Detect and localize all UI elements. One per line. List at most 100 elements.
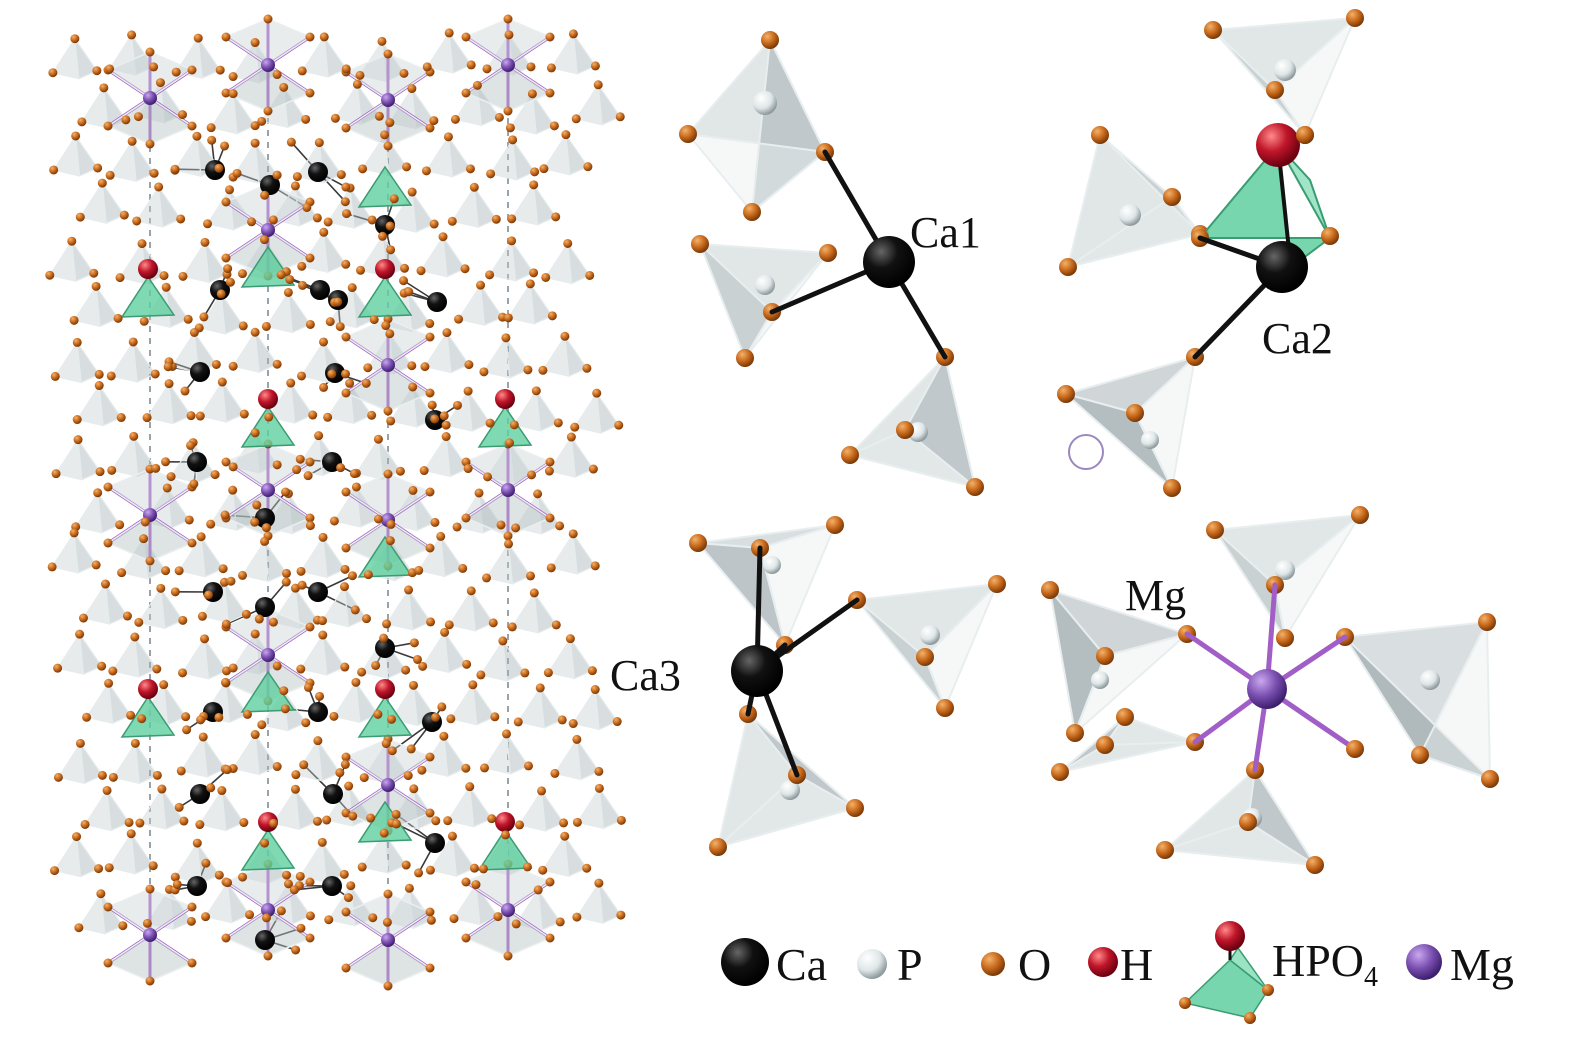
po4-tetrahedron	[550, 532, 597, 575]
o-atom	[226, 576, 236, 586]
o-atom	[154, 182, 164, 192]
o-atom	[1126, 404, 1144, 422]
o-atom	[533, 489, 543, 499]
po4-tetrahedron	[82, 582, 129, 625]
mg-octahedron	[221, 14, 315, 116]
o-atom	[417, 765, 427, 775]
o-atom	[1239, 813, 1257, 831]
o-atom	[363, 570, 373, 580]
po4-tetrahedron	[79, 181, 126, 224]
o-atom	[612, 717, 622, 727]
o-atom	[132, 216, 142, 226]
o-atom	[501, 729, 511, 739]
o-atom	[357, 862, 367, 872]
unit-cell-packing	[45, 14, 626, 991]
po4-tetrahedron	[385, 588, 432, 631]
po4-tetrahedron	[548, 435, 595, 478]
o-atom	[124, 817, 134, 827]
ca-atom	[187, 452, 207, 472]
o-atom	[386, 519, 396, 529]
o-atom	[387, 714, 397, 724]
po4-tetrahedron	[709, 705, 864, 856]
o-atom	[104, 678, 114, 688]
o-atom	[170, 872, 180, 882]
o-atom	[301, 114, 311, 124]
o-atom	[407, 84, 417, 94]
hpo4-group	[357, 535, 413, 578]
o-atom	[250, 730, 260, 740]
o-atom	[272, 359, 282, 369]
o-atom	[282, 568, 292, 578]
o-atom	[272, 762, 282, 772]
o-atom	[184, 515, 194, 525]
mg-atom	[143, 928, 157, 942]
o-atom	[192, 838, 202, 848]
o-atom	[116, 413, 126, 423]
o-atom	[461, 513, 471, 523]
o-atom	[468, 680, 478, 690]
o-atom	[1091, 126, 1109, 144]
o-atom	[103, 902, 113, 912]
o-atom	[149, 168, 159, 178]
o-atom	[211, 359, 221, 369]
o-atom	[305, 253, 315, 263]
o-atom	[550, 768, 560, 778]
o-atom	[192, 131, 202, 141]
o-atom	[108, 666, 118, 676]
o-atom	[356, 265, 366, 275]
o-atom	[465, 782, 475, 792]
po4-tetrahedron	[361, 831, 408, 874]
o-atom	[250, 121, 260, 131]
o-atom	[419, 466, 429, 476]
o-atom	[341, 752, 351, 762]
o-atom	[221, 457, 231, 467]
o-atom	[129, 431, 139, 441]
o-atom	[689, 534, 707, 552]
o-atom	[819, 244, 837, 262]
h-atom	[495, 812, 515, 832]
o-atom	[97, 770, 107, 780]
o-atom	[469, 182, 479, 192]
site-label-ca1: Ca1	[910, 208, 981, 257]
o-atom	[281, 487, 291, 497]
o-atom	[217, 377, 227, 387]
o-atom	[1346, 740, 1364, 758]
o-atom	[286, 378, 296, 388]
o-atom	[1041, 581, 1059, 599]
o-atom	[355, 70, 365, 80]
o-atom	[341, 332, 351, 342]
o-atom	[431, 712, 441, 722]
o-atom	[463, 464, 473, 474]
o-atom	[272, 661, 282, 671]
o-atom	[295, 871, 305, 881]
o-atom	[250, 38, 260, 48]
o-atom	[341, 963, 351, 973]
po4-tetrahedron	[456, 491, 502, 534]
o-atom	[483, 472, 493, 482]
o-atom	[348, 811, 358, 821]
o-atom	[164, 379, 174, 389]
o-atom	[341, 123, 351, 133]
o-atom	[485, 270, 495, 280]
o-atom	[223, 264, 233, 274]
o-atom	[272, 70, 282, 80]
o-atom	[159, 271, 169, 281]
mg-atom	[1247, 669, 1287, 709]
o-atom	[232, 168, 242, 178]
po4-tetrahedron	[299, 633, 346, 676]
o-atom	[263, 14, 273, 24]
o-atom	[97, 178, 107, 188]
o-atom	[283, 879, 293, 889]
mg-atom	[501, 483, 515, 497]
o-atom	[568, 529, 578, 539]
po4-tetrahedron	[421, 630, 468, 674]
o-atom	[305, 319, 315, 329]
o-atom	[228, 462, 238, 472]
o-atom	[186, 411, 196, 421]
ca-atom	[308, 702, 328, 722]
po4-tetrahedron	[453, 882, 499, 926]
o-atom	[553, 418, 563, 428]
po4-tetrahedron	[1206, 506, 1369, 647]
hpo4-group	[120, 259, 176, 318]
o-atom	[53, 772, 63, 782]
